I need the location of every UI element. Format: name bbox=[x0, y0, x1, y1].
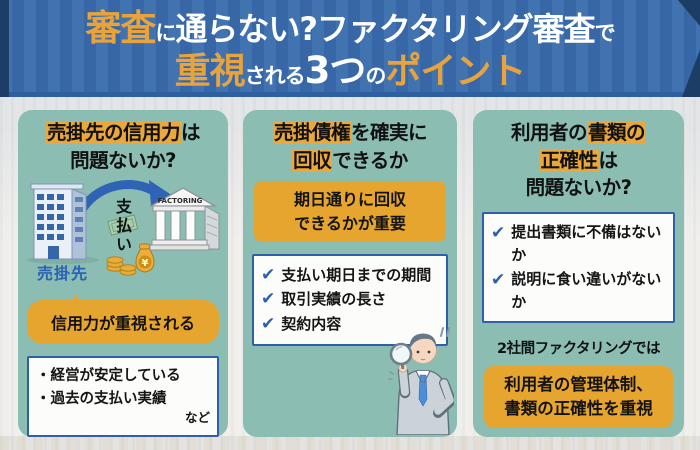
panel3-title-highlight: 正確性 bbox=[539, 148, 599, 172]
panel2-title-rest: できるか bbox=[332, 148, 408, 172]
checkmark-icon: ✔ bbox=[491, 223, 506, 244]
deadline-callout-box: 期日通りに回収 できるかが重要 bbox=[254, 181, 446, 242]
checkmark-icon: ✔ bbox=[261, 314, 276, 335]
title-emphasis: ポイント bbox=[385, 51, 526, 92]
callout-line: できるかが重要 bbox=[294, 213, 406, 233]
bank-label: FACTORING bbox=[158, 197, 203, 205]
bank-icon: FACTORING bbox=[148, 187, 220, 251]
header-left-decoration bbox=[0, 0, 9, 97]
list-item: ・過去の支払い実績 bbox=[36, 390, 167, 407]
title-number: 3つ bbox=[304, 49, 367, 92]
payment-arrow-icon bbox=[78, 180, 173, 213]
checklist-item: ✔ 説明に食い違いがないか bbox=[491, 268, 666, 315]
title-particle: で bbox=[594, 21, 616, 45]
header-title-line1: 審査に通らない?ファクタリング審査で bbox=[0, 11, 700, 47]
title-particle: の bbox=[365, 64, 386, 88]
panel-document-accuracy: 利用者の書類の 正確性は 問題ないか? ✔ 提出書類に不備はないか ✔ 説明に食… bbox=[473, 110, 684, 437]
money-bag-icon: ¥ bbox=[135, 243, 155, 273]
callout-line: 期日通りに回収 bbox=[293, 190, 406, 210]
checklist-text: 提出書類に不備はないか bbox=[511, 223, 662, 265]
building-icon bbox=[27, 183, 99, 265]
panel2-title: 売掛債権を確実に 回収できるか bbox=[245, 119, 455, 174]
checklist-item: ✔ 取引実績の長さ bbox=[261, 287, 439, 312]
panel3-title-line3: 問題ないか? bbox=[525, 176, 632, 200]
checkmark-icon: ✔ bbox=[491, 269, 506, 290]
panel2-title-highlight: 売掛債権 bbox=[272, 121, 351, 144]
payment-flow-graphic: ¥ FACTORING bbox=[27, 180, 220, 277]
checklist-text: 取引実績の長さ bbox=[281, 290, 387, 309]
panel3-title-rest: は bbox=[598, 148, 619, 172]
management-callout-box: 利用者の管理体制、 書類の正確性を重視 bbox=[484, 366, 673, 428]
panel1-info-box: ・経営が安定している ・過去の支払い実績 など bbox=[27, 356, 219, 437]
title-main: 通らない?ファクタリング審査 bbox=[175, 10, 595, 48]
panel1-title-highlight: 売掛先の信用力 bbox=[45, 121, 181, 144]
panel2-title-rest: を確実に bbox=[351, 121, 428, 144]
title-emphasis: 審査 bbox=[85, 8, 156, 49]
panel3-title-highlight: 書類の bbox=[587, 121, 647, 144]
panel1-title-rest: は bbox=[181, 121, 201, 144]
panel-collection: 売掛債権を確実に 回収できるか 期日通りに回収 できるかが重要 ✔ 支払い期日ま… bbox=[243, 110, 457, 437]
header-title-line2: 重視される3つのポイント bbox=[0, 52, 700, 90]
accent-marks bbox=[440, 327, 450, 337]
checklist-item: ✔ 支払い期日までの期間 bbox=[261, 263, 439, 288]
money-icon: ¥ bbox=[106, 214, 155, 277]
checklist-item: ✔ 契約内容 bbox=[261, 312, 439, 337]
title-particle: に bbox=[155, 21, 176, 45]
svg-text:¥: ¥ bbox=[142, 258, 149, 269]
checklist-text: 支払い期日までの期間 bbox=[281, 265, 432, 284]
checkmark-icon: ✔ bbox=[261, 264, 276, 285]
panel2-checklist-box: ✔ 支払い期日までの期間 ✔ 取引実績の長さ ✔ 契約内容 bbox=[252, 253, 448, 346]
panel2-title-highlight: 回収 bbox=[292, 148, 333, 172]
payment-flow-illustration: ¥ FACTORING bbox=[22, 176, 224, 284]
callout-line: 利用者の管理体制、 bbox=[504, 375, 653, 395]
building-label: 売掛先 bbox=[37, 264, 89, 284]
list-suffix: など bbox=[184, 410, 210, 426]
credit-speech-bubble: 信用力が重視される bbox=[27, 300, 219, 345]
title-particle: される bbox=[244, 64, 306, 88]
panel3-checklist-box: ✔ 提出書類に不備はないか ✔ 説明に食い違いがないか bbox=[482, 212, 675, 324]
two-party-factoring-note: 2社間ファクタリングでは bbox=[496, 341, 661, 358]
panel3-title: 利用者の書類の 正確性は 問題ないか? bbox=[475, 119, 682, 202]
checklist-text: 契約内容 bbox=[281, 315, 342, 334]
panel-seller-credit: 売掛先の信用力は 問題ないか? bbox=[18, 110, 228, 437]
checklist-text: 説明に食い違いがないか bbox=[511, 269, 662, 311]
magnifying-man-illustration bbox=[388, 327, 454, 435]
list-item: ・経営が安定している bbox=[36, 368, 181, 385]
checkmark-icon: ✔ bbox=[261, 289, 276, 310]
panel1-title: 売掛先の信用力は 問題ないか? bbox=[20, 119, 226, 174]
panel3-title-pre: 利用者の bbox=[510, 121, 588, 144]
accent-marks bbox=[388, 371, 394, 380]
payment-label: 支払い bbox=[113, 198, 132, 256]
callout-line: 書類の正確性を重視 bbox=[504, 398, 653, 418]
header-banner: 審査に通らない?ファクタリング審査で 重視される3つのポイント bbox=[0, 0, 700, 97]
panel1-title-line2: 問題ないか? bbox=[70, 148, 176, 172]
checklist-item: ✔ 提出書類に不備はないか bbox=[491, 221, 666, 268]
title-emphasis: 重視 bbox=[174, 51, 246, 92]
